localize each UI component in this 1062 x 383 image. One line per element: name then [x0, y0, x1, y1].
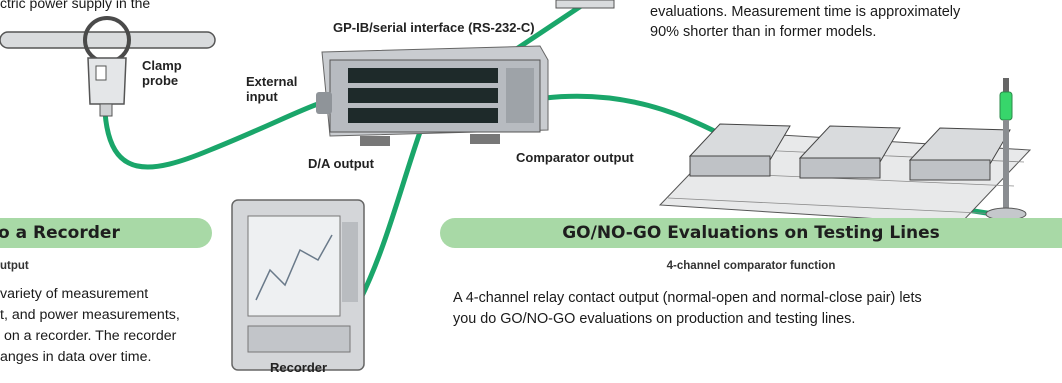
cable-meter-to-recorder [357, 129, 423, 303]
recorder-body-text: variety of measurement t, and power meas… [0, 286, 180, 365]
recorder-subheading: utput [0, 260, 29, 272]
testing-line-illustration [658, 123, 1032, 225]
recorder-banner-text: o a Recorder [0, 223, 120, 243]
recorder-section-banner: o a Recorder [0, 218, 212, 248]
recorder-label: Recorder [270, 360, 328, 375]
interface-label: GP-IB/serial interface (RS-232-C) [333, 20, 535, 35]
recorder-illustration [231, 199, 365, 371]
top-device-illustration [555, 0, 615, 9]
clamp-probe-label: Clamp probe [142, 58, 182, 88]
clamp-probe-illustration [0, 16, 216, 117]
external-input-label: External input [246, 74, 298, 104]
gonogo-body-text: A 4-channel relay contact output (normal… [453, 290, 922, 327]
unit-2 [798, 125, 901, 179]
top-left-text: ctric power supply in the [0, 0, 151, 11]
gonogo-section-banner: GO/NO-GO Evaluations on Testing Lines [440, 218, 1062, 248]
power-meter-illustration [316, 45, 549, 146]
gonogo-banner-text: GO/NO-GO Evaluations on Testing Lines [562, 223, 940, 243]
da-output-label: D/A output [308, 156, 374, 171]
cable-clamp-to-meter [102, 101, 321, 170]
unit-1 [688, 123, 791, 177]
top-right-text: evaluations. Measurement time is approxi… [650, 4, 961, 40]
signal-tower-illustration [985, 78, 1027, 221]
comparator-output-label: Comparator output [516, 150, 634, 165]
gonogo-subheading: 4-channel comparator function [666, 260, 836, 272]
unit-3 [908, 127, 1011, 181]
